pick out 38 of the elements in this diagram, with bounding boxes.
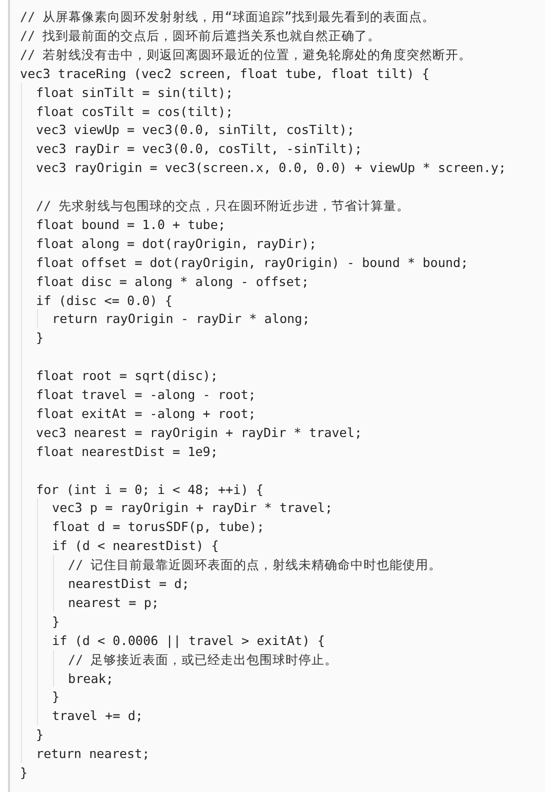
code-line: if (d < nearestDist) { — [52, 537, 219, 554]
code-line: return rayOrigin - rayDir * along; — [52, 310, 310, 328]
code-line: } — [36, 726, 44, 744]
code-line: float sinTilt = sin(tilt); — [36, 84, 234, 101]
code-line: vec3 traceRing (vec2 screen, float tube, float tilt) { — [20, 64, 430, 82]
code-line: } — [36, 329, 44, 346]
code-comment: // 记住目前最靠近圆环表面的点，射线未精确命中时也能使用。 — [68, 556, 442, 574]
code-comment: // 从屏幕像素向圆环发射射线，用“球面追踪”找到最先看到的表面点。 — [20, 8, 435, 25]
code-line: nearestDist = d; — [68, 575, 190, 592]
code-line: float travel = -along - root; — [36, 386, 256, 403]
code-line: } — [20, 764, 28, 781]
code-line: break; — [68, 670, 114, 686]
code-line: nearest = p; — [68, 594, 159, 611]
code-line: float bound = 1.0 + tube; — [36, 216, 226, 233]
code-line: float root = sqrt(disc); — [36, 367, 218, 384]
code-line: if (disc <= 0.0) { — [36, 292, 172, 308]
code-line: float nearestDist = 1e9; — [36, 442, 218, 460]
code-line: } — [52, 688, 60, 706]
code-line: return nearest; — [36, 745, 150, 762]
code-line: vec3 viewUp = vec3(0.0, sinTilt, cosTilt); — [36, 121, 354, 138]
code-comment: // 找到最前面的交点后，圆环前后遮挡关系也就自然正确了。 — [20, 26, 381, 44]
code-line: vec3 rayOrigin = vec3(screen.x, 0.0, 0.0) + viewUp * screen.y; — [36, 159, 506, 176]
code-line: float exitAt = -along + root; — [36, 404, 256, 422]
code-line: float disc = along * along - offset; — [36, 272, 309, 290]
code-line: vec3 nearest = rayOrigin + rayDir * travel; — [36, 424, 362, 441]
code-line: for (int i = 0; i < 48; ++i) { — [36, 480, 264, 498]
code-comment: // 先求射线与包围球的交点，只在圆环附近步进，节省计算量。 — [36, 197, 410, 214]
code-line: vec3 rayDir = vec3(0.0, cosTilt, -sinTilt); — [36, 140, 362, 158]
code-line: float along = dot(rayOrigin, rayDir); — [36, 234, 317, 252]
code-line: float cosTilt = cos(tilt); — [36, 102, 234, 120]
code-comment: // 足够接近表面，或已经走出包围球时停止。 — [68, 650, 338, 668]
code-line: } — [52, 612, 60, 630]
code-line: float offset = dot(rayOrigin, rayOrigin) - bound * bound; — [36, 254, 468, 271]
code-line: float d = torusSDF(p, tube); — [52, 518, 264, 536]
code-line: vec3 p = rayOrigin + rayDir * travel; — [52, 499, 333, 516]
code-line: travel += d; — [52, 707, 143, 724]
code-comment: // 若射线没有击中，则返回离圆环最近的位置，避免轮廓处的角度突然断开。 — [20, 46, 472, 63]
code-line: if (d < 0.0006 || travel > exitAt) { — [52, 632, 325, 649]
